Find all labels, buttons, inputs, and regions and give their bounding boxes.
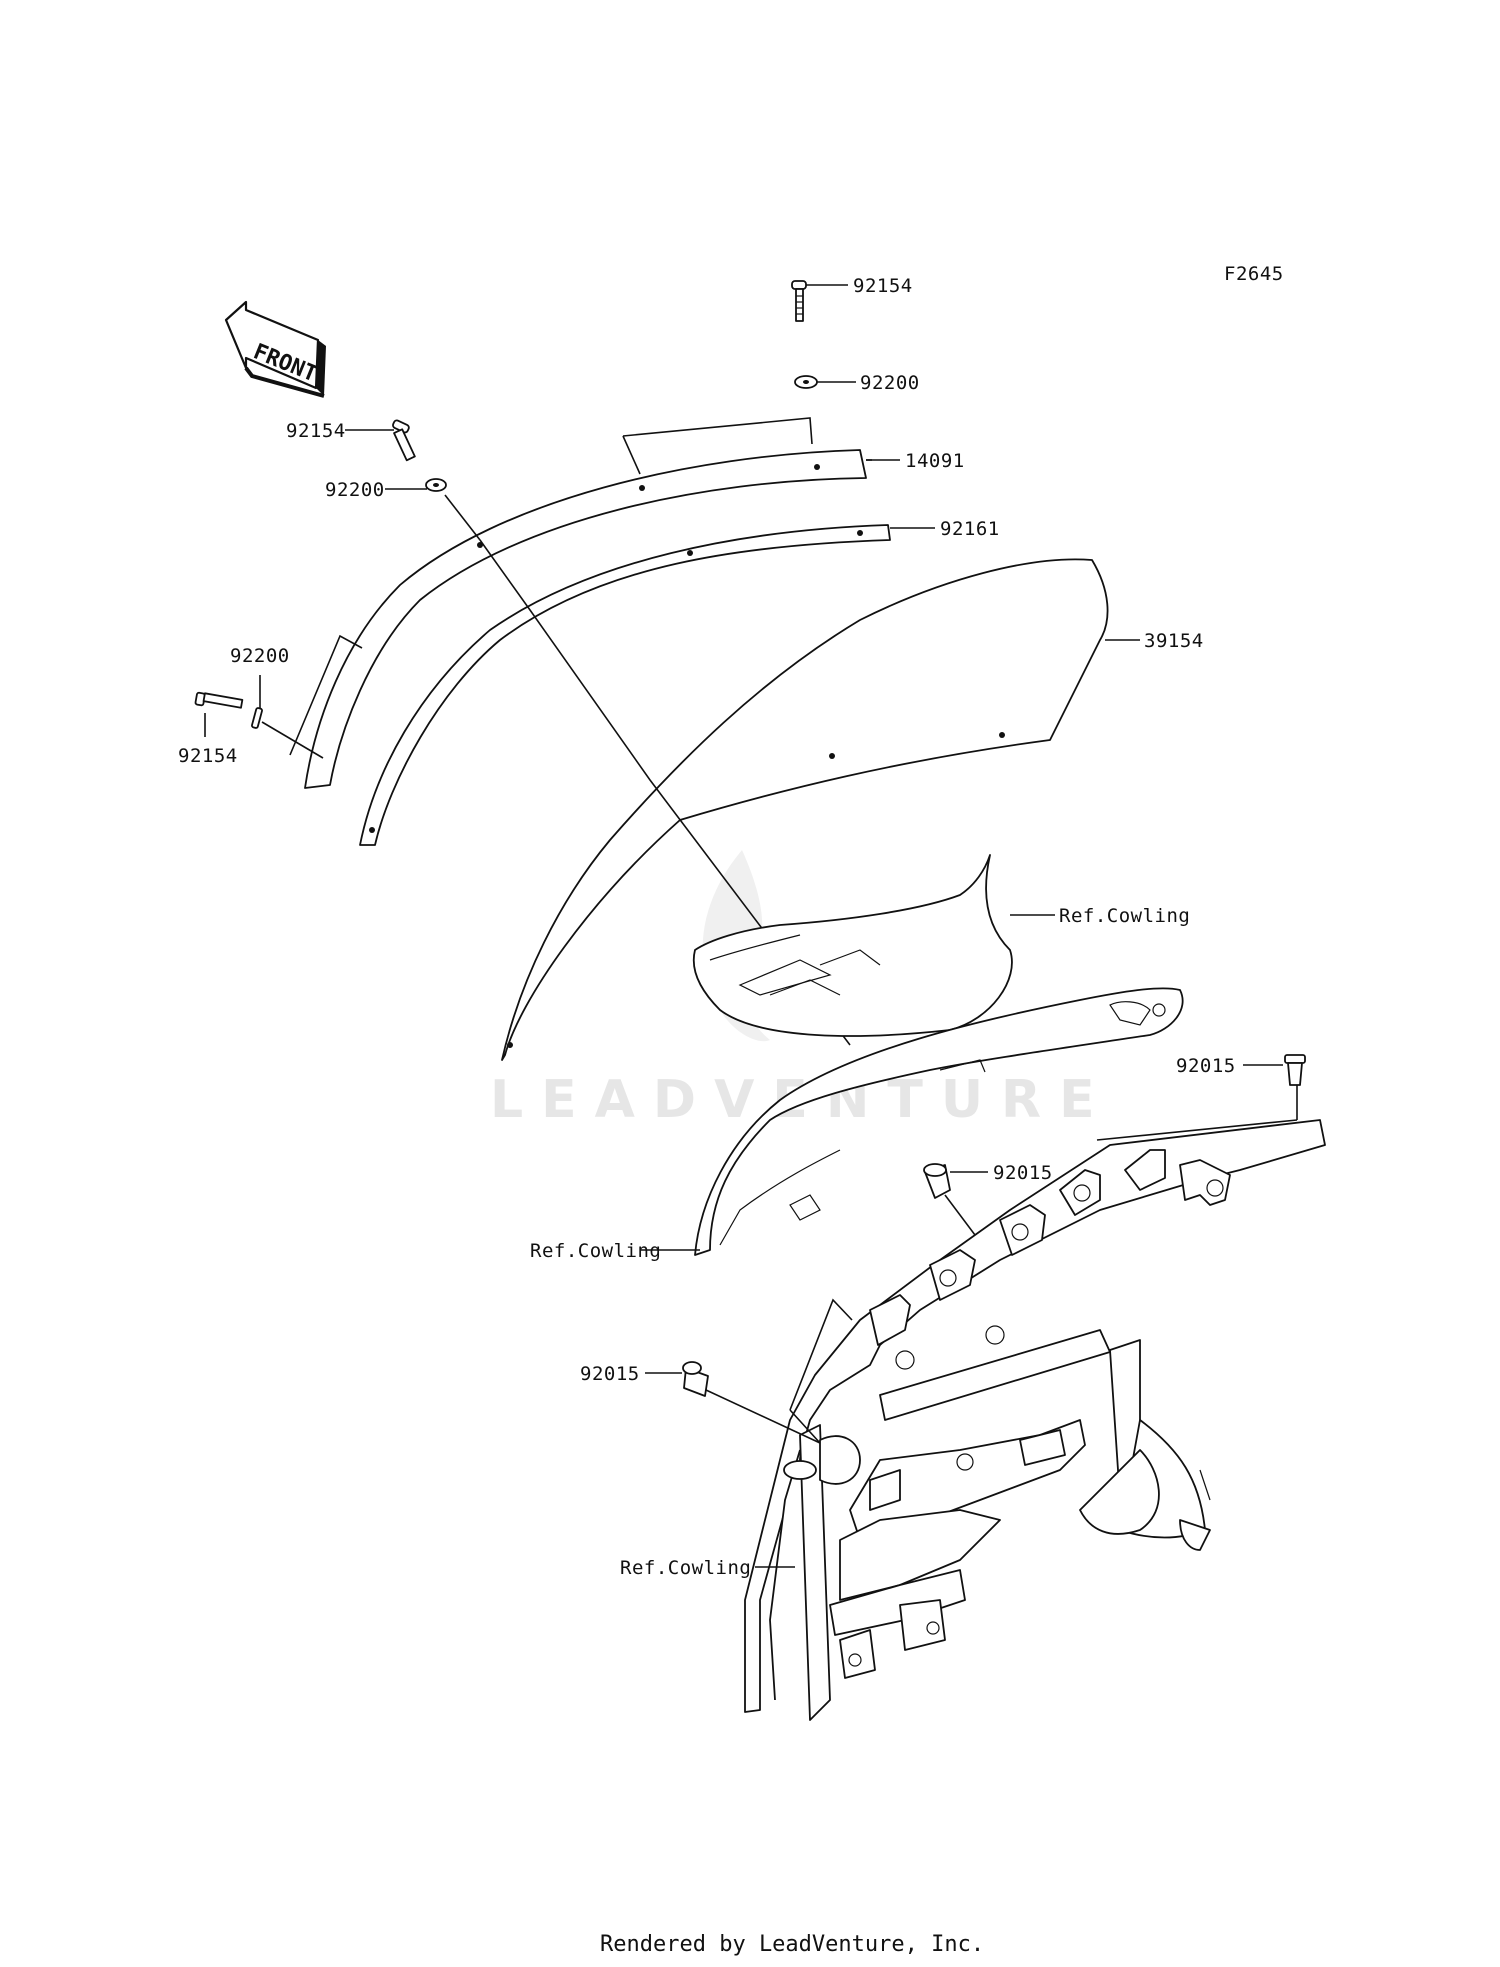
callout-92015-left: 92015 — [580, 1363, 640, 1385]
left-screw-icon — [194, 691, 244, 709]
callout-ref-cowling-2: Ref.Cowling — [530, 1240, 661, 1262]
strip-92161 — [359, 524, 891, 846]
callout-14091: 14091 — [905, 450, 965, 472]
ref-cowling-3 — [744, 1119, 1326, 1721]
left-washer-icon — [251, 707, 263, 729]
ref-cowling-2 — [694, 987, 1184, 1256]
callout-ref-cowling-1: Ref.Cowling — [1059, 905, 1190, 927]
callout-92015-right: 92015 — [1176, 1055, 1236, 1077]
callout-92200-left: 92200 — [325, 479, 385, 501]
footer-credit: Rendered by LeadVenture, Inc. — [600, 1932, 984, 1957]
top-washer-icon — [794, 375, 818, 389]
callout-92154-left: 92154 — [286, 420, 346, 442]
grommet-icon-right — [1284, 1054, 1306, 1086]
left-bolt-icon — [392, 419, 416, 462]
callout-92200-side: 92200 — [230, 645, 290, 667]
grommet-icon-left — [682, 1361, 709, 1397]
top-bolt-icon — [791, 280, 807, 322]
figure-code: F2645 — [1224, 263, 1284, 285]
callout-92015-mid: 92015 — [993, 1162, 1053, 1184]
grommet-icon-mid — [923, 1163, 951, 1199]
callout-92154-top: 92154 — [853, 275, 913, 297]
callout-39154: 39154 — [1144, 630, 1204, 652]
windshield-39154 — [501, 558, 1109, 1061]
left-washer-top-icon — [425, 478, 447, 492]
callout-92154-side: 92154 — [178, 745, 238, 767]
callout-92161: 92161 — [940, 518, 1000, 540]
callout-ref-cowling-3: Ref.Cowling — [620, 1557, 751, 1579]
front-arrow-icon: FRONT — [224, 300, 326, 398]
callout-92200-top: 92200 — [860, 372, 920, 394]
mounting-strip-14091 — [304, 449, 867, 789]
